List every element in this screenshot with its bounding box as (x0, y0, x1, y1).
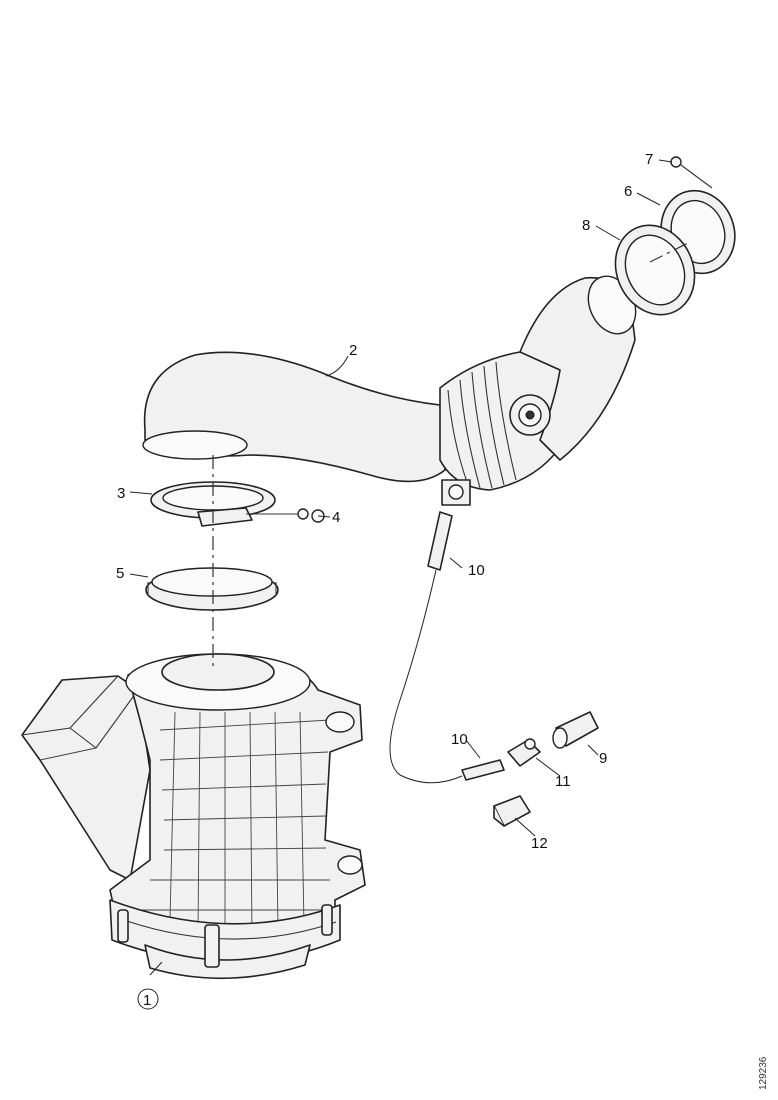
callout-11: 11 (555, 773, 571, 790)
screw (670, 156, 713, 189)
intake-hose (142, 275, 637, 506)
callout-7: 7 (645, 151, 653, 168)
callout-3: 3 (117, 485, 125, 502)
callout-2: 2 (349, 342, 357, 359)
assembly-axes (212, 241, 691, 670)
callout-12: 12 (531, 835, 548, 852)
callout-5: 5 (116, 565, 124, 582)
callout-labels: 1 2 3 4 5 6 7 8 9 10 10 11 12 (116, 151, 653, 1010)
callout-9: 9 (599, 750, 607, 767)
air-filter-housing (21, 653, 366, 980)
callout-4: 4 (332, 509, 340, 526)
ring-seal (145, 567, 279, 611)
callout-8: 8 (582, 217, 590, 234)
callout-1-circle (137, 988, 159, 1010)
hose-clamp (150, 481, 309, 527)
connector (552, 711, 599, 749)
callout-6: 6 (624, 183, 632, 200)
leader-lines (129, 159, 673, 976)
bracket (493, 795, 531, 827)
document-id: 129236 (758, 1056, 769, 1090)
vacuum-hose (389, 511, 505, 784)
callout-1: 1 (143, 992, 151, 1009)
fitting (507, 738, 541, 767)
callout-10-lower: 10 (451, 731, 468, 748)
callout-10-upper: 10 (468, 562, 485, 579)
